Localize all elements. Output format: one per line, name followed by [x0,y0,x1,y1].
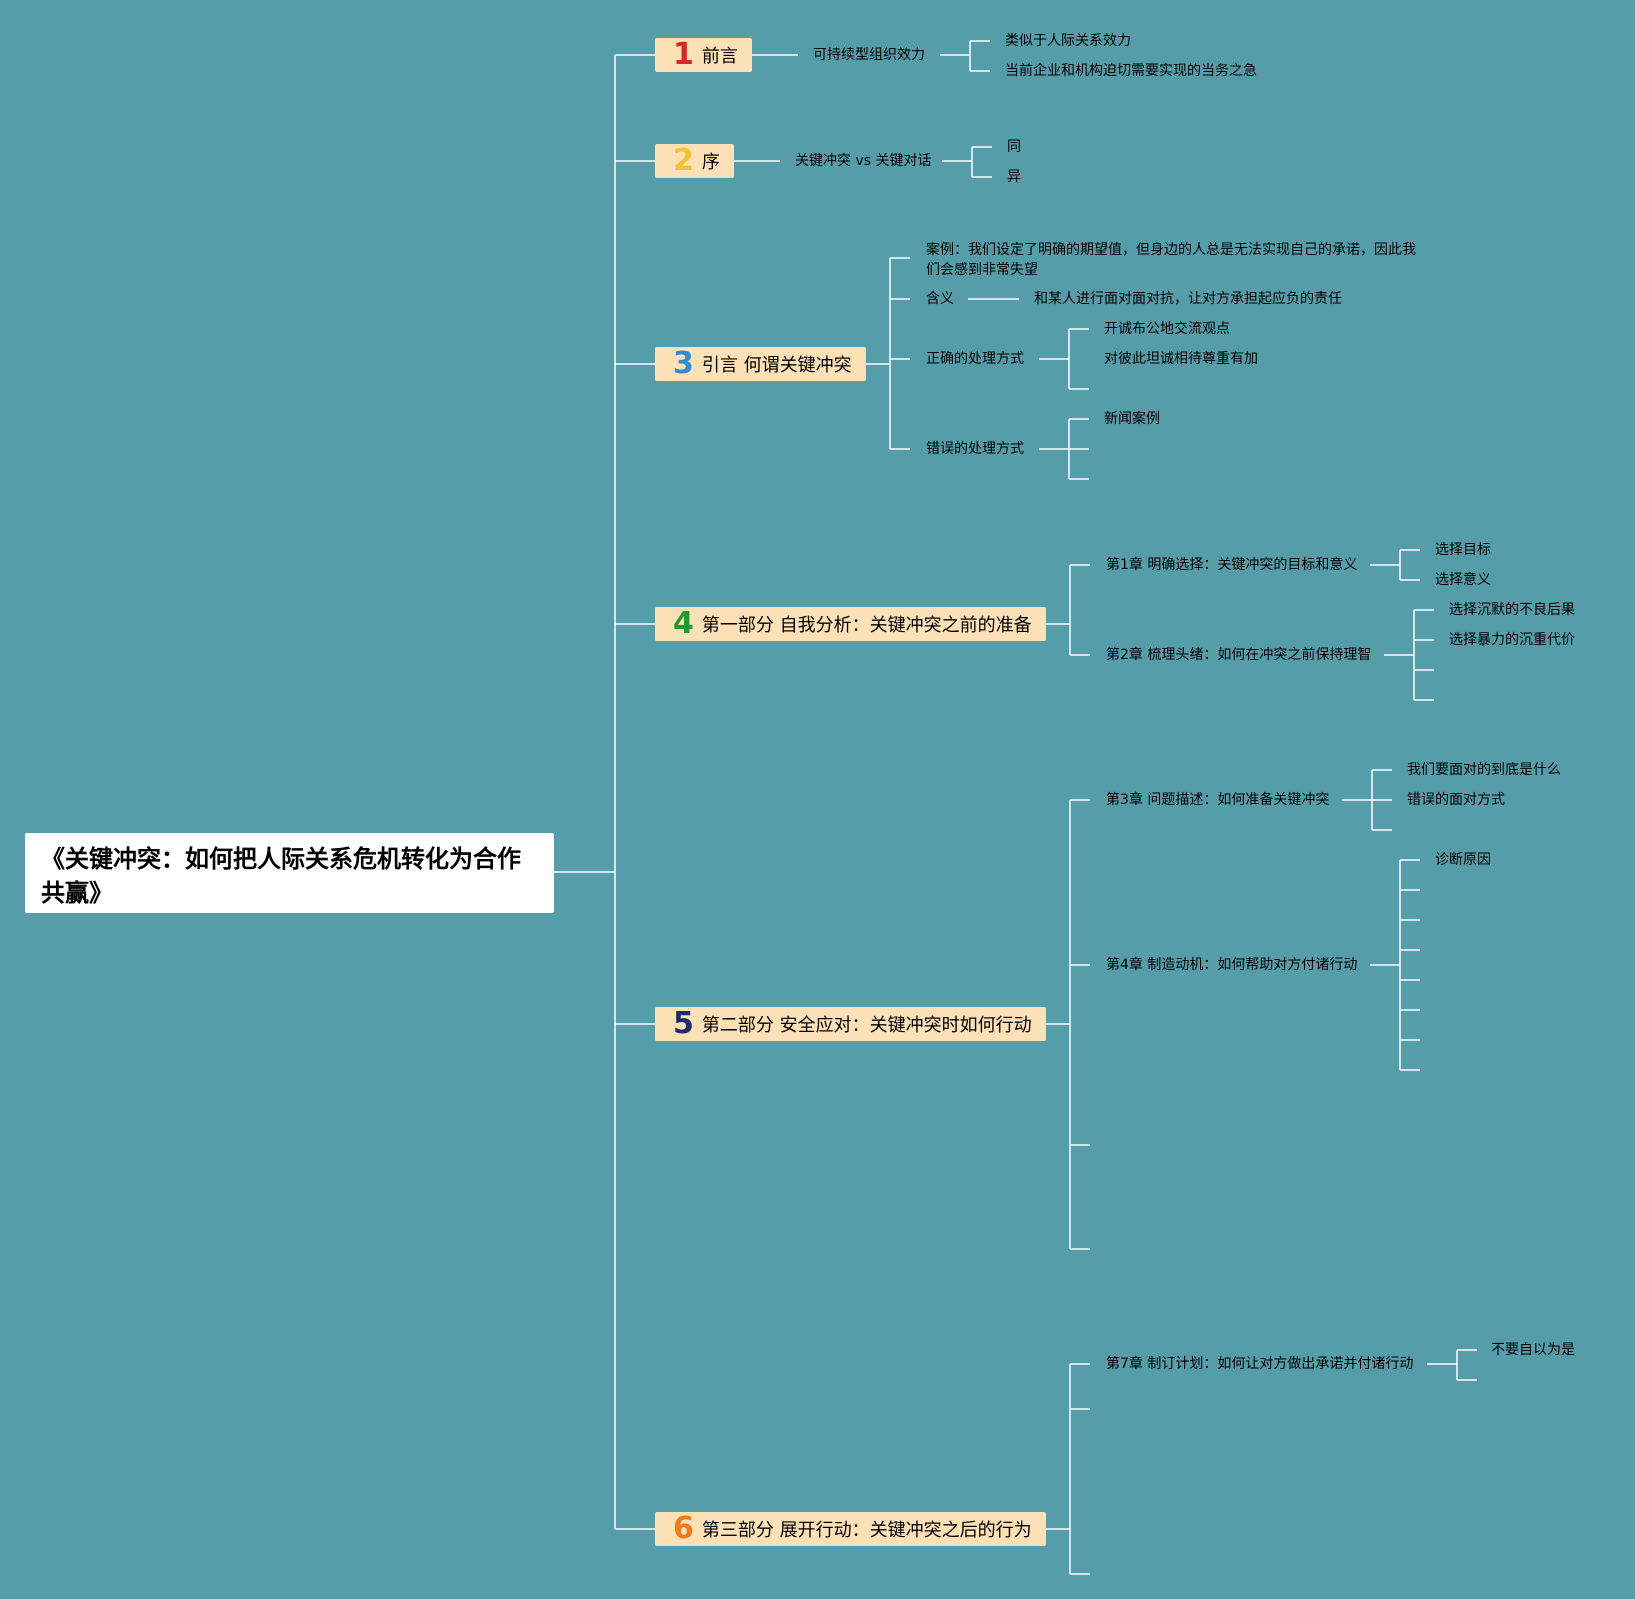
topic-meaning[interactable]: 含义 [926,291,954,307]
topic-same[interactable]: 同 [1007,139,1021,155]
section-1-preface[interactable]: 1 前言 [655,38,752,72]
section-2-foreword[interactable]: 2 序 [655,144,734,178]
topic-sustainable-effectiveness[interactable]: 可持续型组织效力 [813,47,925,63]
section-label: 第二部分 安全应对：关键冲突时如何行动 [701,1015,1032,1036]
topic-dont-assume[interactable]: 不要自以为是 [1491,1342,1575,1358]
topic-urgent-priority[interactable]: 当前企业和机构迫切需要实现的当务之急 [1005,63,1257,79]
topic-right-approach[interactable]: 正确的处理方式 [926,351,1024,367]
section-4-part-one[interactable]: 4 第一部分 自我分析：关键冲突之前的准备 [655,607,1046,641]
section-number: 2 [673,143,694,178]
section-label: 序 [701,152,720,173]
section-label: 引言 何谓关键冲突 [701,355,852,376]
topic-open-exchange[interactable]: 开诚布公地交流观点 [1104,321,1230,337]
topic-choose-goal[interactable]: 选择目标 [1435,542,1491,558]
topic-chapter-3[interactable]: 第3章 问题描述：如何准备关键冲突 [1106,792,1330,808]
section-number: 4 [673,606,694,641]
topic-diagnose-cause[interactable]: 诊断原因 [1435,852,1491,868]
topic-chapter-2[interactable]: 第2章 梳理头绪：如何在冲突之前保持理智 [1106,647,1372,663]
section-number: 1 [673,37,694,72]
topic-chapter-7[interactable]: 第7章 制订计划：如何让对方做出承诺并付诸行动 [1106,1356,1414,1372]
topic-wrong-approach[interactable]: 错误的处理方式 [926,441,1024,457]
section-number: 5 [673,1006,694,1041]
topic-violence-cost[interactable]: 选择暴力的沉重代价 [1449,632,1575,648]
section-number: 6 [673,1511,694,1546]
topic-wrong-face[interactable]: 错误的面对方式 [1407,792,1505,808]
topic-what-we-face[interactable]: 我们要面对的到底是什么 [1407,762,1561,778]
topic-like-interpersonal[interactable]: 类似于人际关系效力 [1005,33,1131,49]
topic-confrontation-vs-conversation[interactable]: 关键冲突 vs 关键对话 [795,153,932,169]
topic-choose-meaning[interactable]: 选择意义 [1435,572,1491,588]
topic-different[interactable]: 异 [1007,169,1021,185]
topic-silence-consequence[interactable]: 选择沉默的不良后果 [1449,602,1575,618]
topic-chapter-4[interactable]: 第4章 制造动机：如何帮助对方付诸行动 [1106,957,1358,973]
section-number: 3 [673,346,694,381]
section-6-part-three[interactable]: 6 第三部分 展开行动：关键冲突之后的行为 [655,1512,1046,1546]
topic-news-case[interactable]: 新闻案例 [1104,411,1160,427]
section-5-part-two[interactable]: 5 第二部分 安全应对：关键冲突时如何行动 [655,1007,1046,1041]
section-label: 第三部分 展开行动：关键冲突之后的行为 [701,1520,1032,1541]
section-label: 第一部分 自我分析：关键冲突之前的准备 [701,615,1032,636]
root-topic[interactable]: 《关键冲突：如何把人际关系危机转化为合作共赢》 [25,833,554,913]
topic-meaning-detail[interactable]: 和某人进行面对面对抗，让对方承担起应负的责任 [1034,291,1342,307]
section-label: 前言 [701,46,738,67]
topic-chapter-1[interactable]: 第1章 明确选择：关键冲突的目标和意义 [1106,557,1358,573]
topic-case-study[interactable]: 案例：我们设定了明确的期望值，但身边的人总是无法实现自己的承诺，因此我们会感到非… [926,242,1416,278]
section-3-introduction[interactable]: 3 引言 何谓关键冲突 [655,347,866,381]
topic-mutual-respect[interactable]: 对彼此坦诚相待尊重有加 [1104,351,1258,367]
